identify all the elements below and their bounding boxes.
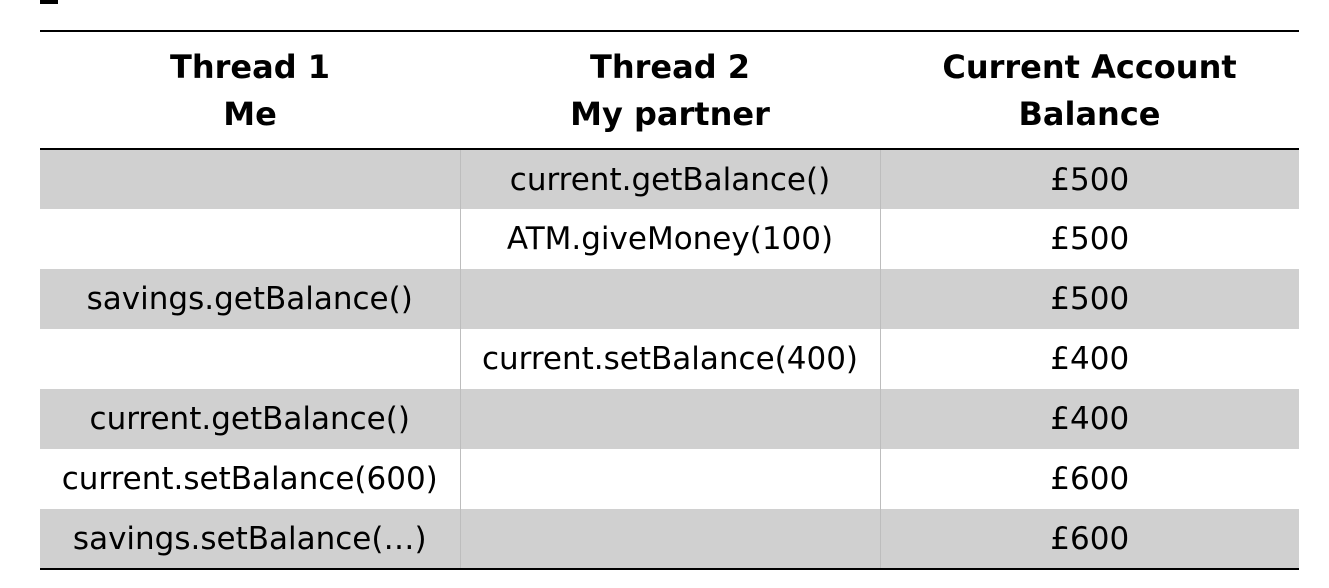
table-row: current.getBalance() £400 xyxy=(40,389,1299,449)
thread-1-cell xyxy=(40,329,460,389)
header-balance-line-1: Current Account xyxy=(942,48,1237,86)
thread-1-cell: current.setBalance(600) xyxy=(61,461,438,497)
header-thread-2-line-2: My partner xyxy=(570,95,770,133)
balance-cell: £600 xyxy=(880,509,1299,569)
balance-cell: £600 xyxy=(1050,461,1130,497)
table-row: savings.getBalance() £500 xyxy=(40,269,1299,329)
thread-1-cell xyxy=(40,209,460,269)
table-header-row: Thread 1 Me Thread 2 My partner Current … xyxy=(40,31,1299,149)
thread-2-cell xyxy=(459,269,881,329)
clipped-heading-glyph xyxy=(40,0,60,4)
balance-cell: £400 xyxy=(880,389,1299,449)
thread-2-cell xyxy=(459,389,881,449)
header-thread-1: Thread 1 Me xyxy=(40,31,460,149)
header-balance-line-2: Balance xyxy=(1018,95,1161,133)
table-row: current.getBalance() £500 xyxy=(40,149,1299,209)
balance-cell: £400 xyxy=(1050,341,1130,377)
thread-1-cell: savings.setBalance(…) xyxy=(40,509,460,569)
thread-2-cell: ATM.giveMoney(100) xyxy=(459,209,881,269)
thread-2-cell: current.setBalance(400) xyxy=(459,329,881,389)
header-thread-2-line-1: Thread 2 xyxy=(590,48,750,86)
table-row: current.setBalance(400) £400 xyxy=(40,329,1299,389)
thread-1-cell xyxy=(40,149,460,209)
thread-2-cell: current.getBalance() xyxy=(459,149,881,209)
table-row: ATM.giveMoney(100) £500 xyxy=(40,209,1299,269)
balance-cell: £500 xyxy=(880,149,1299,209)
header-thread-1-line-1: Thread 1 xyxy=(170,48,330,86)
header-balance: Current Account Balance xyxy=(880,31,1299,149)
thread-1-cell: savings.getBalance() xyxy=(40,269,460,329)
thread-1-cell: current.getBalance() xyxy=(40,389,460,449)
thread-interleaving-table: Thread 1 Me Thread 2 My partner Current … xyxy=(40,30,1299,570)
header-thread-1-line-2: Me xyxy=(223,95,277,133)
thread-2-cell xyxy=(459,509,881,569)
header-thread-2: Thread 2 My partner xyxy=(460,31,880,149)
balance-cell: £500 xyxy=(1050,221,1130,257)
table-row: savings.setBalance(…) £600 xyxy=(40,509,1299,569)
thread-2-cell xyxy=(459,449,881,509)
table-row: current.setBalance(600) £600 xyxy=(40,449,1299,509)
balance-cell: £500 xyxy=(880,269,1299,329)
